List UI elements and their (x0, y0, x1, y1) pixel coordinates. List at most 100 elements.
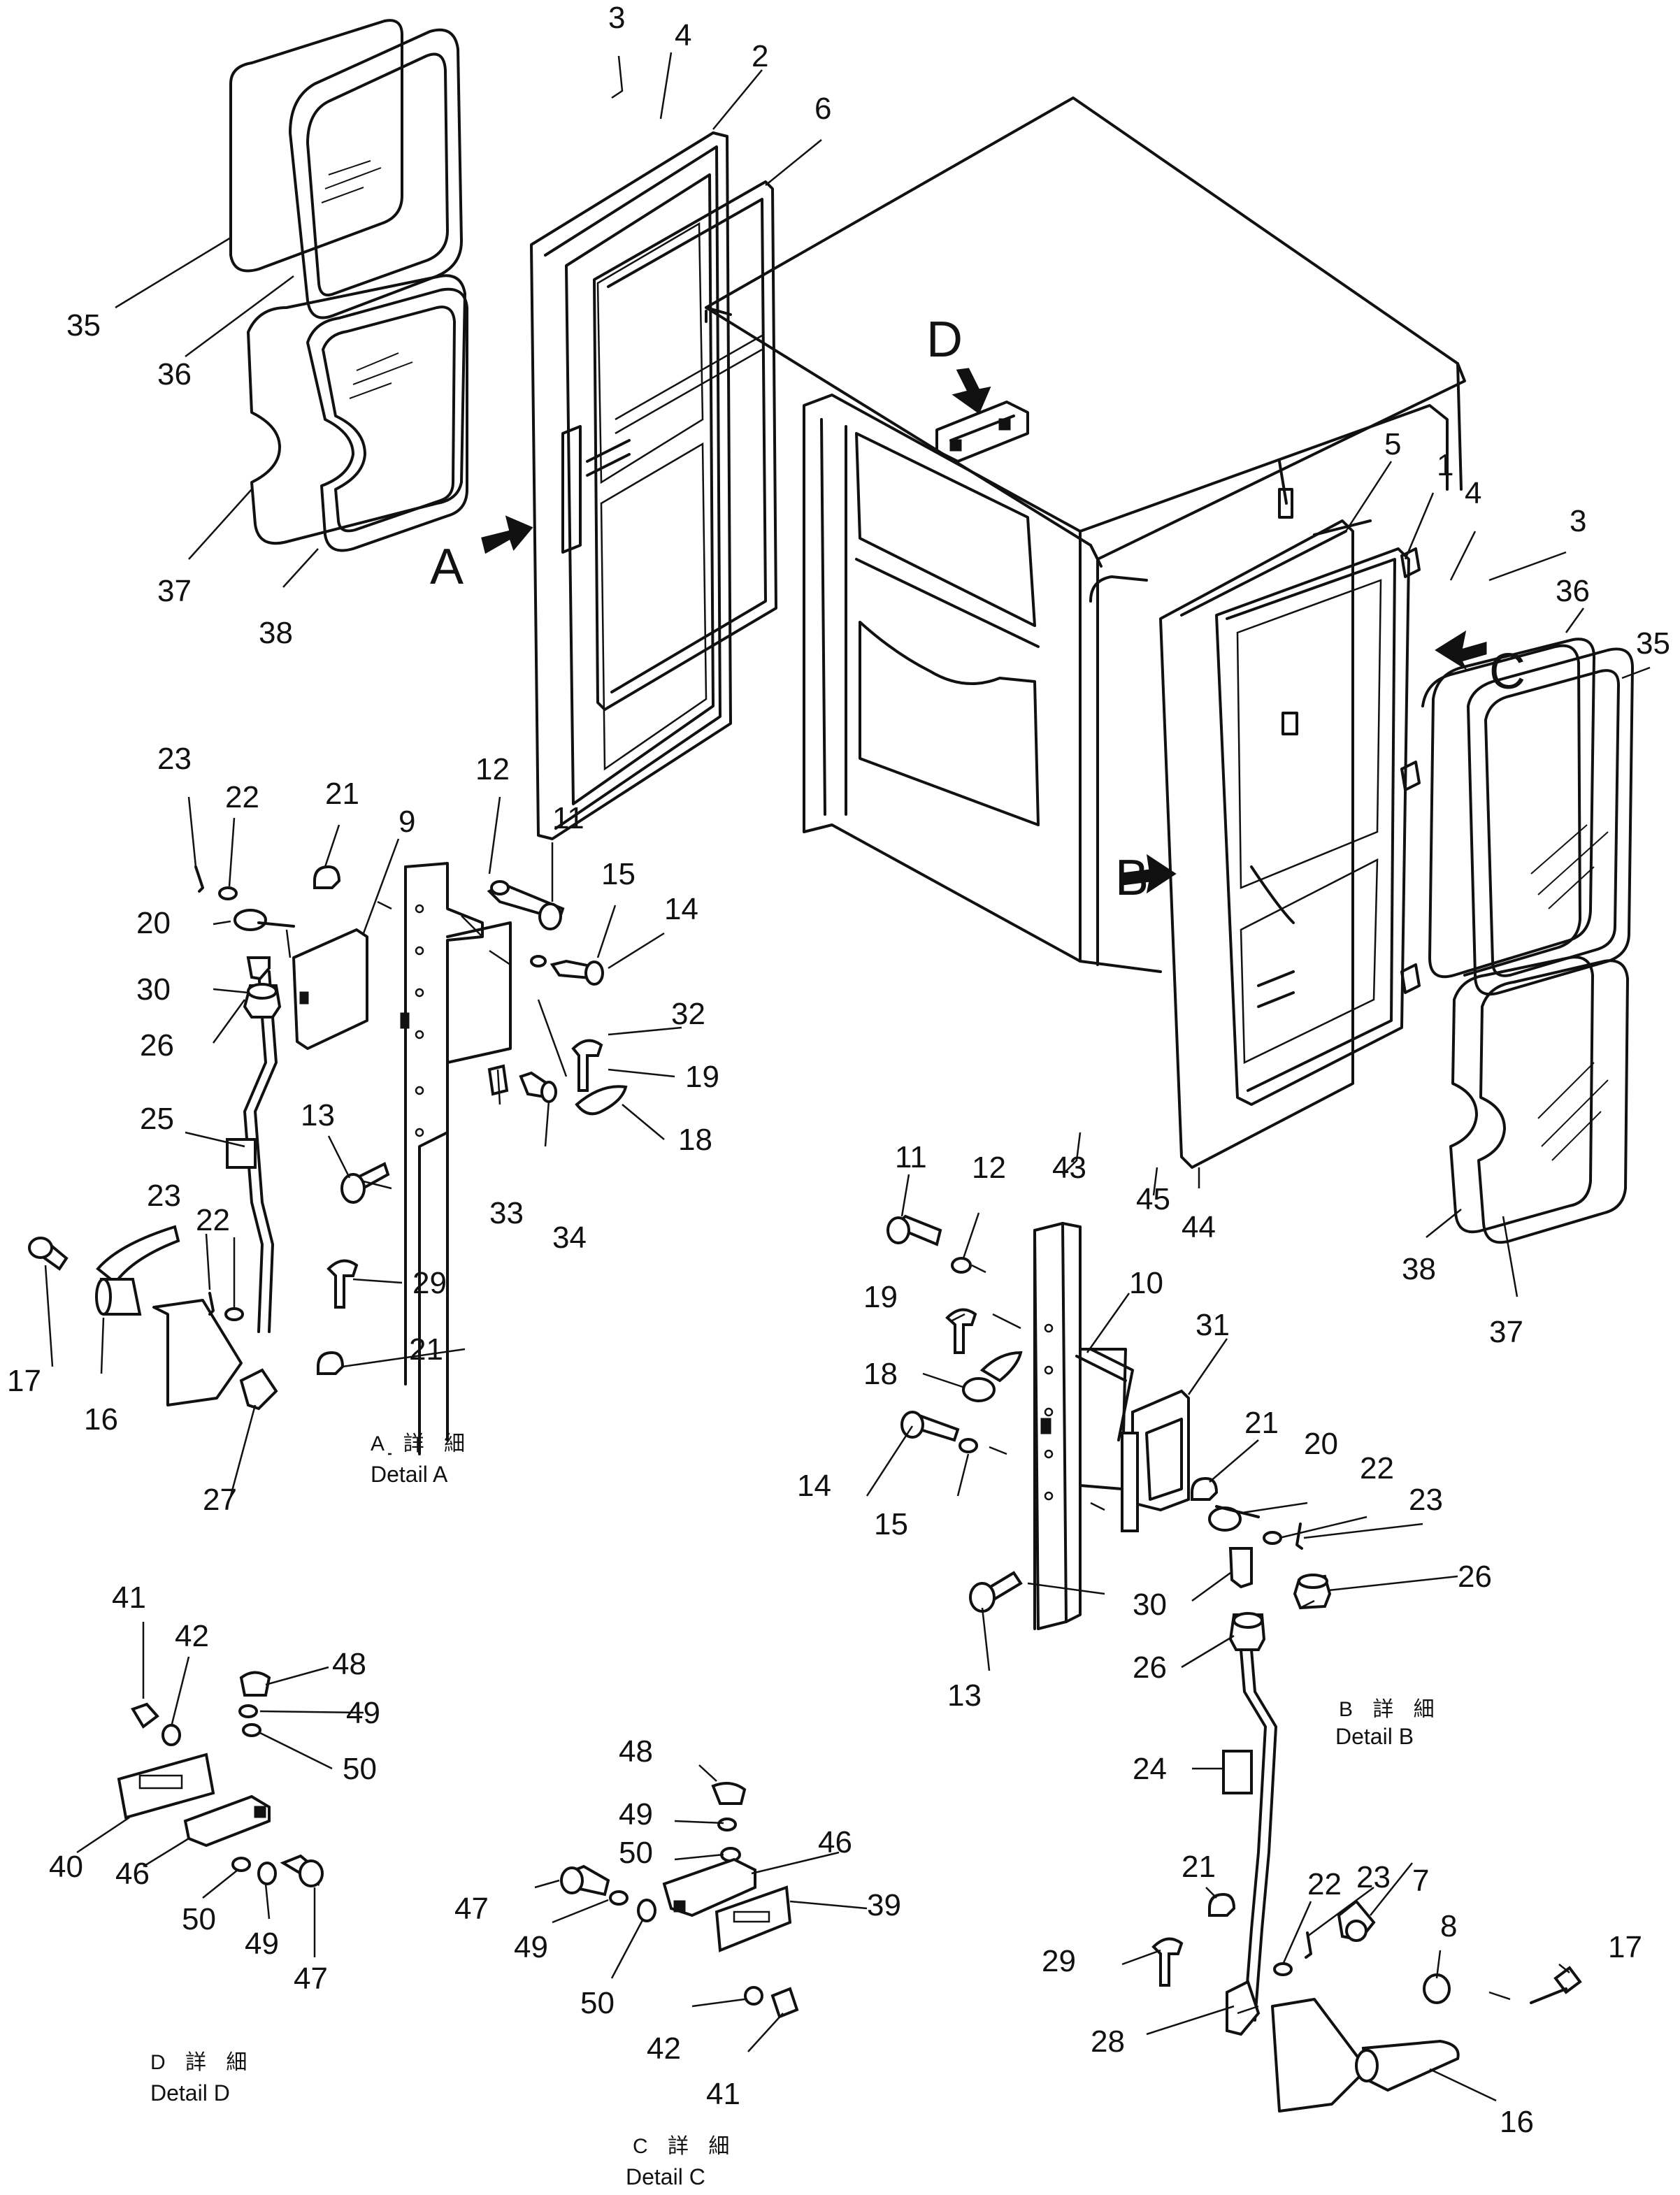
part-label: 24 (1133, 1752, 1167, 1786)
part-label: 23 (1409, 1483, 1443, 1517)
detail-b-assembly (886, 1214, 1582, 2113)
part-label: 50 (619, 1836, 653, 1870)
part-label: 10 (1129, 1266, 1163, 1300)
part-label: 22 (225, 780, 259, 814)
part-label: 42 (175, 1619, 209, 1653)
callout-c: C (1489, 644, 1525, 700)
part-label: 50 (580, 1986, 615, 2020)
part-label: 26 (1458, 1560, 1492, 1594)
part-label: 17 (7, 1364, 41, 1398)
part-label: 22 (1360, 1451, 1394, 1485)
part-label: 28 (1091, 2024, 1125, 2059)
part-label: 40 (49, 1850, 83, 1884)
part-label: 15 (874, 1507, 908, 1541)
callout-b: B (1115, 850, 1149, 906)
part-label: 21 (409, 1332, 443, 1367)
part-label: 8 (1440, 1909, 1457, 1943)
right-window-set (1421, 638, 1634, 1244)
part-label: 26 (1133, 1650, 1167, 1685)
callout-d: D (926, 312, 963, 368)
cab-body (705, 96, 1466, 973)
part-label: 5 (1384, 427, 1401, 461)
detail-a-jp: A 詳 細 (371, 1432, 472, 1455)
part-label: 23 (1356, 1860, 1391, 1894)
part-label: 42 (647, 2031, 681, 2066)
left-window-set (229, 19, 468, 552)
view-arrows (481, 368, 1487, 894)
part-label: 49 (245, 1927, 279, 1961)
detail-a-caption: Detail A (371, 1462, 448, 1487)
part-label: 9 (399, 805, 415, 839)
detail-c-assembly (560, 1782, 799, 2019)
detail-b-caption: Detail B (1335, 1724, 1414, 1749)
part-label: 33 (489, 1196, 524, 1230)
part-label: 35 (66, 308, 101, 343)
detail-d-assembly (117, 1671, 324, 1887)
part-label: 30 (1133, 1588, 1167, 1622)
part-label: 49 (619, 1797, 653, 1831)
part-label: 35 (1636, 626, 1670, 661)
callout-letters: A B C D (430, 312, 1525, 906)
part-label: 26 (140, 1028, 174, 1063)
part-label: 49 (514, 1930, 548, 1964)
part-label: 48 (332, 1647, 366, 1681)
part-label: 37 (157, 574, 192, 608)
part-label: 39 (867, 1888, 901, 1922)
detail-d-jp: D 詳 細 (150, 2051, 254, 2074)
part-label: 32 (671, 997, 705, 1031)
detail-a-assembly (28, 862, 628, 1455)
part-label: 4 (1465, 476, 1481, 510)
part-label: 13 (947, 1678, 982, 1713)
part-label: 48 (619, 1734, 653, 1769)
part-label: 21 (1244, 1406, 1279, 1440)
part-label: 36 (157, 357, 192, 391)
part-label: 17 (1608, 1930, 1642, 1964)
part-label: 41 (112, 1581, 146, 1615)
part-label: 19 (863, 1280, 898, 1314)
part-label: 15 (601, 857, 636, 891)
part-label: 14 (797, 1469, 831, 1503)
part-label: 46 (115, 1857, 150, 1891)
part-label: 23 (157, 742, 192, 776)
part-label: 20 (1304, 1427, 1338, 1461)
part-label: 29 (412, 1266, 447, 1300)
part-label: 11 (895, 1140, 927, 1174)
part-label: 27 (203, 1483, 237, 1517)
part-label: 29 (1042, 1944, 1076, 1978)
part-label: 16 (1500, 2105, 1534, 2139)
part-label: 18 (863, 1357, 898, 1391)
part-label: 46 (818, 1825, 852, 1859)
part-label: 7 (1412, 1864, 1429, 1898)
part-label: 43 (1052, 1151, 1086, 1185)
part-label: 21 (1182, 1850, 1216, 1884)
part-label: 45 (1136, 1182, 1170, 1216)
part-label: 47 (454, 1892, 489, 1926)
part-label: 44 (1182, 1210, 1216, 1244)
part-label: 21 (325, 777, 359, 811)
part-label: 50 (343, 1752, 377, 1786)
part-label: 23 (147, 1179, 181, 1213)
part-label: 34 (552, 1221, 587, 1255)
right-door (1159, 519, 1421, 1169)
part-label: 41 (706, 2077, 740, 2111)
part-label: 6 (814, 92, 831, 126)
part-label: 11 (552, 801, 584, 835)
detail-captions: A 詳 細 Detail A B 詳 細 Detail B C 詳 細 Deta… (150, 1432, 1442, 2189)
part-label: 3 (608, 1, 625, 35)
part-label: 49 (346, 1696, 380, 1730)
part-label: 3 (1570, 504, 1586, 538)
part-label: 38 (1402, 1252, 1436, 1286)
part-label: 22 (196, 1203, 230, 1237)
callout-a: A (430, 539, 464, 595)
part-label: 1 (1437, 448, 1453, 482)
part-label: 14 (664, 892, 698, 926)
part-labels: 35 36 37 38 3 4 2 6 5 1 4 3 36 35 38 37 … (7, 1, 1670, 2139)
part-label: 30 (136, 972, 171, 1007)
part-label: 37 (1489, 1315, 1523, 1349)
detail-b-jp: B 詳 細 (1339, 1698, 1442, 1721)
part-label: 18 (678, 1123, 712, 1157)
part-label: 20 (136, 906, 171, 940)
left-door (530, 131, 777, 840)
part-label: 19 (685, 1060, 719, 1094)
